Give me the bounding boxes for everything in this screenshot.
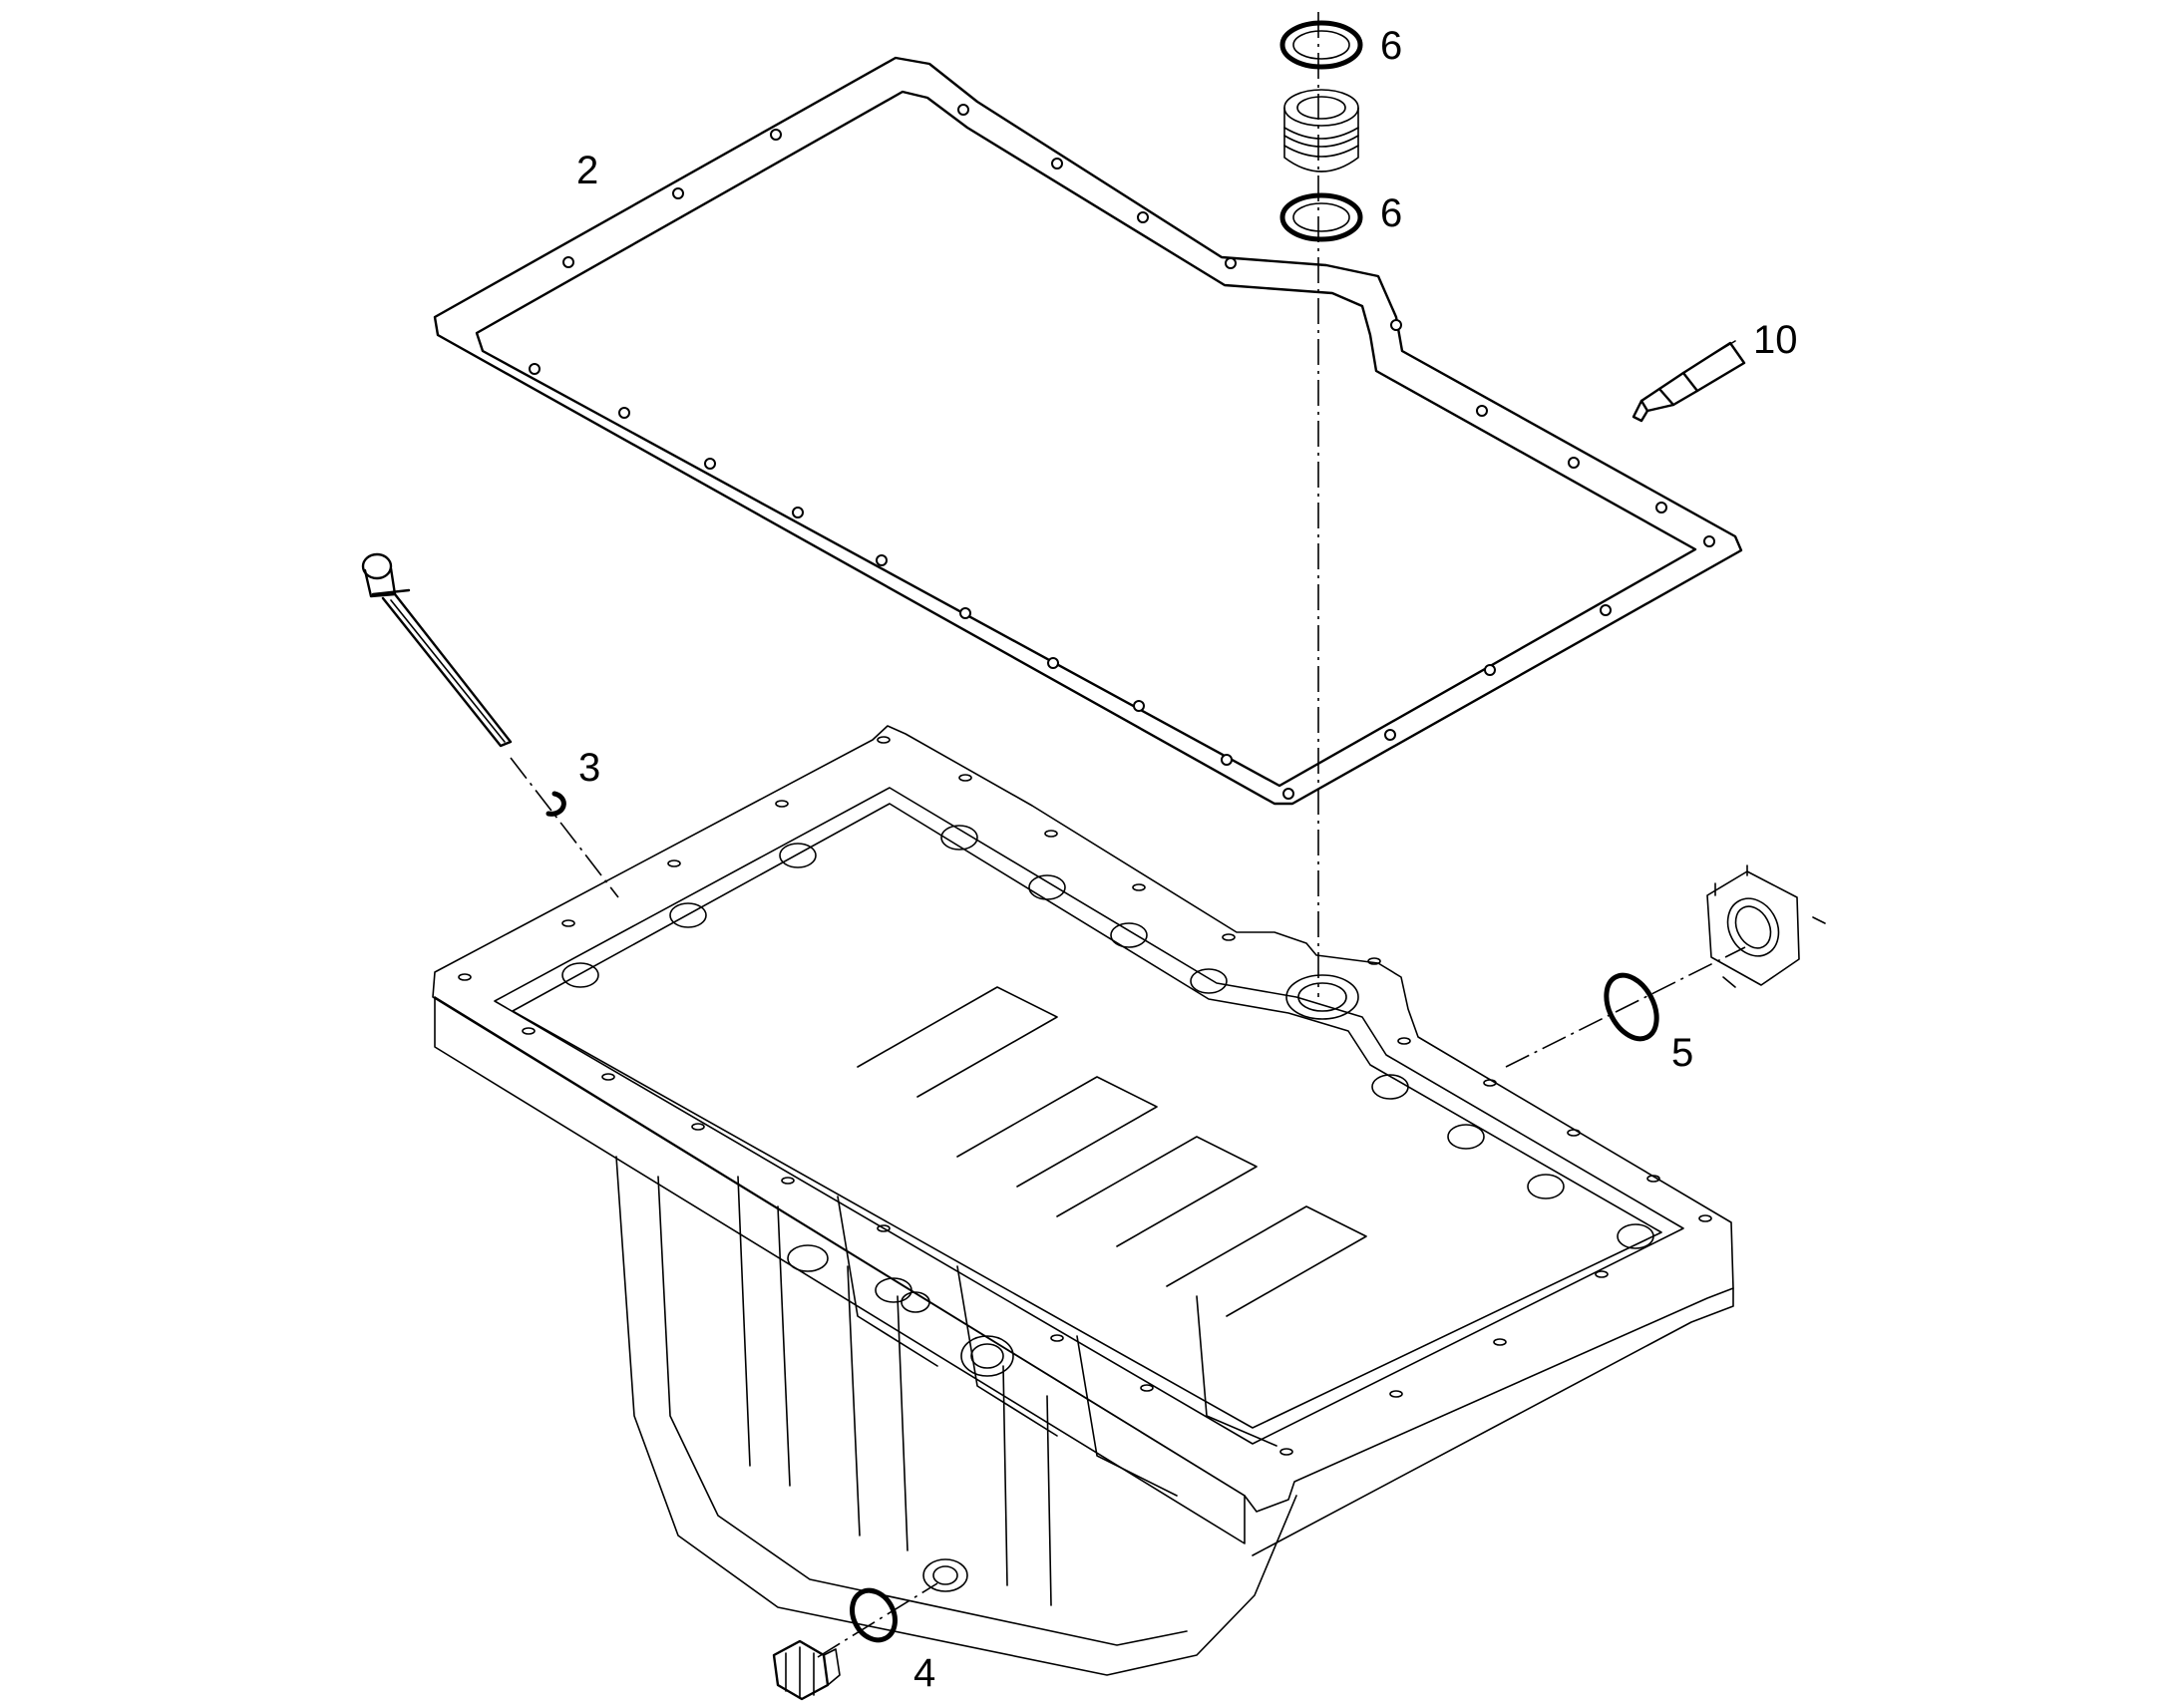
dipstick-leader	[510, 757, 619, 898]
callout-seal-lower: 6	[1380, 191, 1402, 235]
drain-leader	[817, 1582, 938, 1658]
callout-flange-oring: 5	[1671, 1031, 1693, 1075]
flange-oring	[1604, 972, 1659, 1042]
drain-plug	[772, 1639, 841, 1701]
oil-pan-gasket	[433, 56, 1743, 806]
flange-leader	[1505, 946, 1746, 1068]
callout-sealant: 10	[1753, 318, 1798, 362]
oil-pan	[432, 725, 1734, 1676]
oil-pan-studs	[458, 736, 1712, 1456]
oil-pan-slots	[561, 825, 1654, 1249]
guide-bushing	[1283, 89, 1359, 172]
gasket-bolt-holes	[529, 104, 1715, 800]
callout-drain-seal: 4	[913, 1651, 935, 1695]
drain-seal-ring	[850, 1587, 898, 1643]
upper-seal-ring	[1279, 20, 1363, 70]
outlet-flange	[1706, 864, 1826, 988]
sealant-tube-icon	[1632, 340, 1746, 423]
callout-seal-upper: 6	[1380, 24, 1402, 68]
dipstick-seal-ring	[545, 791, 566, 817]
dipstick	[361, 552, 513, 748]
callout-gasket: 2	[576, 149, 598, 192]
callout-dipstick: 3	[578, 746, 600, 790]
lower-seal-ring	[1279, 192, 1363, 242]
